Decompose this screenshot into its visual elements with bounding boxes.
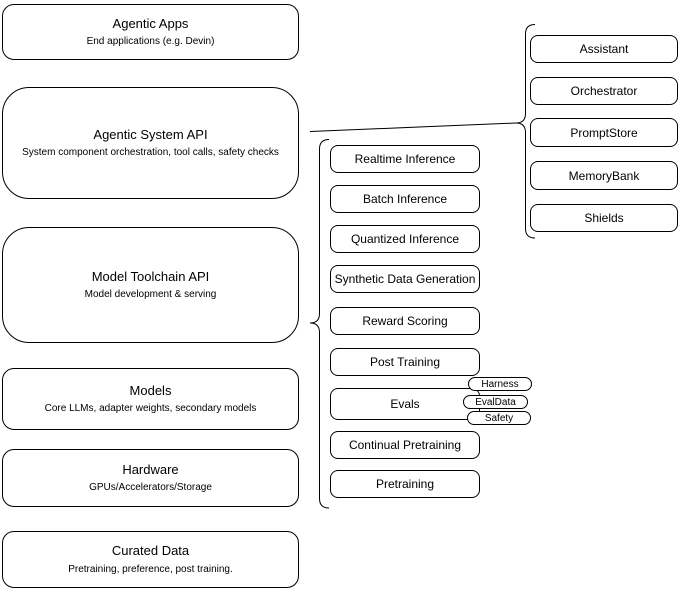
system-connector-line xyxy=(309,122,517,132)
node-continual-pretraining: Continual Pretraining xyxy=(330,431,480,459)
node-batch-inference: Batch Inference xyxy=(330,185,480,213)
node-subtitle: System component orchestration, tool cal… xyxy=(22,147,279,159)
node-agentic-apps: Agentic Apps End applications (e.g. Devi… xyxy=(2,4,299,60)
node-post-training: Post Training xyxy=(330,348,480,376)
node-models: Models Core LLMs, adapter weights, secon… xyxy=(2,368,299,430)
tag-safety: Safety xyxy=(467,411,531,425)
node-subtitle: Core LLMs, adapter weights, secondary mo… xyxy=(44,403,257,415)
node-pretraining: Pretraining xyxy=(330,470,480,498)
node-reward-scoring: Reward Scoring xyxy=(330,307,480,335)
node-shields: Shields xyxy=(530,204,678,232)
node-quantized-inference: Quantized Inference xyxy=(330,225,480,253)
node-subtitle: Model development & serving xyxy=(84,289,217,301)
node-title: Curated Data xyxy=(111,543,190,559)
node-subtitle: End applications (e.g. Devin) xyxy=(86,36,215,48)
tag-evaldata: EvalData xyxy=(463,395,528,409)
node-hardware: Hardware GPUs/Accelerators/Storage xyxy=(2,449,299,507)
node-title: Agentic System API xyxy=(93,126,208,142)
node-subtitle: Pretraining, preference, post training. xyxy=(68,563,233,575)
node-curated-data: Curated Data Pretraining, preference, po… xyxy=(2,531,299,588)
node-agentic-system-api: Agentic System API System component orch… xyxy=(2,87,299,199)
toolchain-brace xyxy=(309,139,330,509)
node-assistant: Assistant xyxy=(530,35,678,63)
node-memorybank: MemoryBank xyxy=(530,161,678,190)
node-title: Models xyxy=(129,382,172,398)
node-title: Model Toolchain API xyxy=(91,268,210,284)
node-synthetic-data-generation: Synthetic Data Generation xyxy=(330,265,480,293)
node-title: Agentic Apps xyxy=(112,15,189,31)
node-evals: Evals xyxy=(330,388,480,420)
node-title: Hardware xyxy=(122,461,179,477)
node-realtime-inference: Realtime Inference xyxy=(330,145,480,173)
tag-harness: Harness xyxy=(468,377,532,391)
node-orchestrator: Orchestrator xyxy=(530,77,678,105)
node-model-toolchain-api: Model Toolchain API Model development & … xyxy=(2,227,299,343)
node-promptstore: PromptStore xyxy=(530,118,678,147)
node-subtitle: GPUs/Accelerators/Storage xyxy=(89,482,212,494)
